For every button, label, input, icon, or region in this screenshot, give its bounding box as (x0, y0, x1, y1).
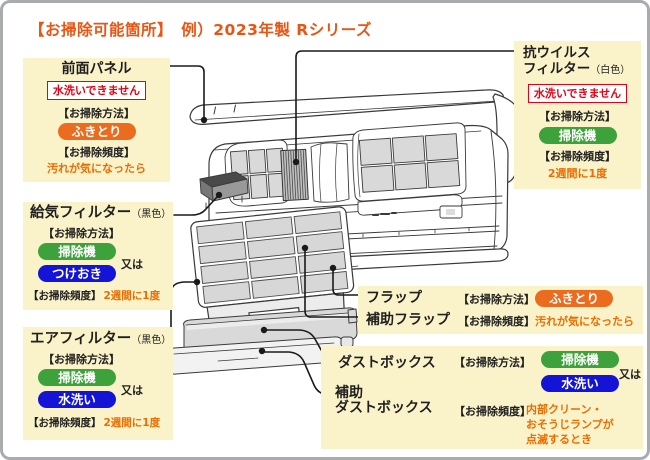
leader-aux-flap (304, 248, 361, 318)
method-label: 【お掃除方法】 (458, 293, 535, 306)
intake-filter-card: 給気フィルター（黒色） 【お掃除方法】 掃除機 つけおき 又は 【お掃除頻度】2… (23, 202, 173, 310)
dot-air-filter (193, 278, 201, 286)
method-badge-soak: つけおき (38, 265, 116, 282)
method-badge-wash: 水洗い (541, 375, 619, 392)
frequency-label: 【お掃除頻度】 (28, 417, 102, 429)
method-badge-vacuum: 掃除機 (38, 369, 116, 386)
flap-frequency: 汚れが気になったら (535, 315, 634, 328)
air-filter-title: エアフィルター（黒色） (30, 331, 172, 347)
or-label: 又は (619, 368, 641, 381)
front-panel-warning: 水洗いできません (46, 81, 147, 100)
flap-card: フラップ 【お掃除方法】 ふきとり 補助フラップ 【お掃除頻度】 汚れが気になっ… (358, 286, 643, 334)
method-badge-wipe: ふきとり (57, 123, 136, 140)
dust-box-frequency-line1: 内部クリーン・ (526, 403, 603, 416)
dot-intake-filter (215, 191, 223, 199)
leader-flap (332, 267, 361, 296)
air-conditioner-illustration (162, 50, 522, 397)
dot-dust-box (260, 326, 268, 334)
method-badge-wash: 水洗い (38, 391, 116, 408)
leader-intake-filter (173, 196, 218, 216)
method-badge-vacuum: 掃除機 (38, 243, 116, 260)
front-panel-card: 前面パネル 水洗いできません 【お掃除方法】 ふきとり 【お掃除頻度】 汚れが気… (23, 58, 170, 182)
dot-aux-flap (301, 244, 309, 252)
method-label: 【お掃除方法】 (58, 107, 135, 120)
method-badge-vacuum: 掃除機 (538, 127, 617, 144)
intake-filter-title: 給気フィルター（黒色） (30, 205, 172, 221)
aux-dust-box-label-line1: 補助 (335, 385, 363, 401)
antivirus-filter-color-note: （白色） (590, 65, 631, 76)
air-filter-color-note: （黒色） (131, 335, 172, 346)
flap-label: フラップ (366, 290, 422, 306)
aux-dust-box-label-line2: ダストボックス (335, 400, 433, 416)
method-badge-wipe: ふきとり (535, 290, 613, 307)
method-label: 【お掃除方法】 (43, 353, 120, 366)
intake-filter-frequency: 2週間に1度 (103, 290, 161, 302)
dust-box-card: ダストボックス 補助 ダストボックス 【お掃除方法】 掃除機 水洗い 又は 【お… (321, 346, 643, 449)
leader-antivirus-filter (295, 50, 515, 160)
front-panel-frequency: 汚れが気になったら (47, 162, 146, 175)
frequency-label: 【お掃除頻度】 (454, 405, 531, 418)
frequency-label: 【お掃除頻度】 (458, 315, 535, 328)
antivirus-filter-card: 抗ウイルス フィルター（白色） 水洗いできません 【お掃除方法】 掃除機 【お掃… (514, 41, 641, 189)
dot-aux-dust-box (258, 347, 266, 355)
dust-box-frequency-line2: おそうじランプが (526, 418, 614, 431)
air-filter-card: エアフィルター（黒色） 【お掃除方法】 掃除機 水洗い 又は 【お掃除頻度】2週… (23, 327, 173, 440)
method-label: 【お掃除方法】 (43, 227, 120, 240)
or-label: 又は (121, 258, 143, 271)
dot-antivirus-filter (292, 158, 300, 166)
intake-filter-frequency-row: 【お掃除頻度】2週間に1度 (28, 290, 173, 303)
dust-box-frequency-line3: 点滅するとき (526, 433, 592, 446)
dot-flap (329, 264, 337, 272)
frequency-label: 【お掃除頻度】 (28, 290, 102, 302)
frequency-label: 【お掃除頻度】 (539, 150, 616, 163)
antivirus-filter-title: 抗ウイルス フィルター（白色） (523, 45, 631, 77)
antivirus-filter-warning: 水洗いできません (527, 84, 628, 103)
frequency-label: 【お掃除頻度】 (58, 146, 135, 159)
dust-box-label: ダストボックス (338, 355, 436, 371)
leader-front-panel (169, 65, 205, 118)
method-label: 【お掃除方法】 (454, 356, 531, 369)
dot-front-panel (200, 116, 208, 124)
aux-flap-label: 補助フラップ (366, 312, 450, 328)
method-badge-vacuum: 掃除機 (541, 351, 619, 368)
or-label: 又は (121, 384, 143, 397)
antivirus-filter-shape (280, 148, 309, 202)
intake-filter-color-note: （黒色） (131, 209, 172, 220)
air-filter-frequency: 2週間に1度 (103, 417, 161, 429)
antivirus-filter-frequency: 2週間に1度 (547, 167, 608, 180)
method-label: 【お掃除方法】 (539, 110, 616, 123)
air-filter-shape (190, 206, 355, 328)
front-panel-title: 前面パネル (61, 61, 132, 77)
air-filter-frequency-row: 【お掃除頻度】2週間に1度 (28, 417, 173, 430)
page-title: 【お掃除可能箇所】 例）2023年製 Rシリーズ (29, 21, 372, 39)
front-panel-open-shape (189, 89, 504, 125)
